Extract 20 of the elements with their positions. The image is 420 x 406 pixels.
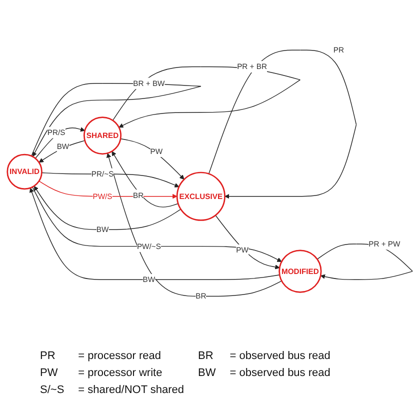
definition-text: = shared/NOT shared: [78, 384, 184, 396]
arrow: [106, 152, 282, 296]
definition-text: = processor read: [78, 350, 162, 362]
arrow: [35, 126, 86, 159]
arrow: [215, 214, 280, 270]
arrow: [208, 50, 357, 199]
abbreviation: S/~S: [40, 384, 64, 396]
abbreviation: PR: [40, 350, 56, 362]
arrow: [112, 150, 179, 208]
definition-text: = observed bus read: [230, 367, 330, 379]
arrow: [34, 186, 182, 230]
arrow: [38, 140, 86, 162]
definition-text: = processor write: [78, 367, 164, 379]
definition-text: = observed bus read: [230, 350, 330, 362]
arrow: [30, 188, 280, 280]
abbreviation: BR: [198, 350, 214, 362]
arrow: [32, 186, 282, 262]
arrow: [120, 138, 184, 180]
abbreviation: PW: [40, 367, 59, 379]
abbreviation: BW: [198, 367, 216, 379]
